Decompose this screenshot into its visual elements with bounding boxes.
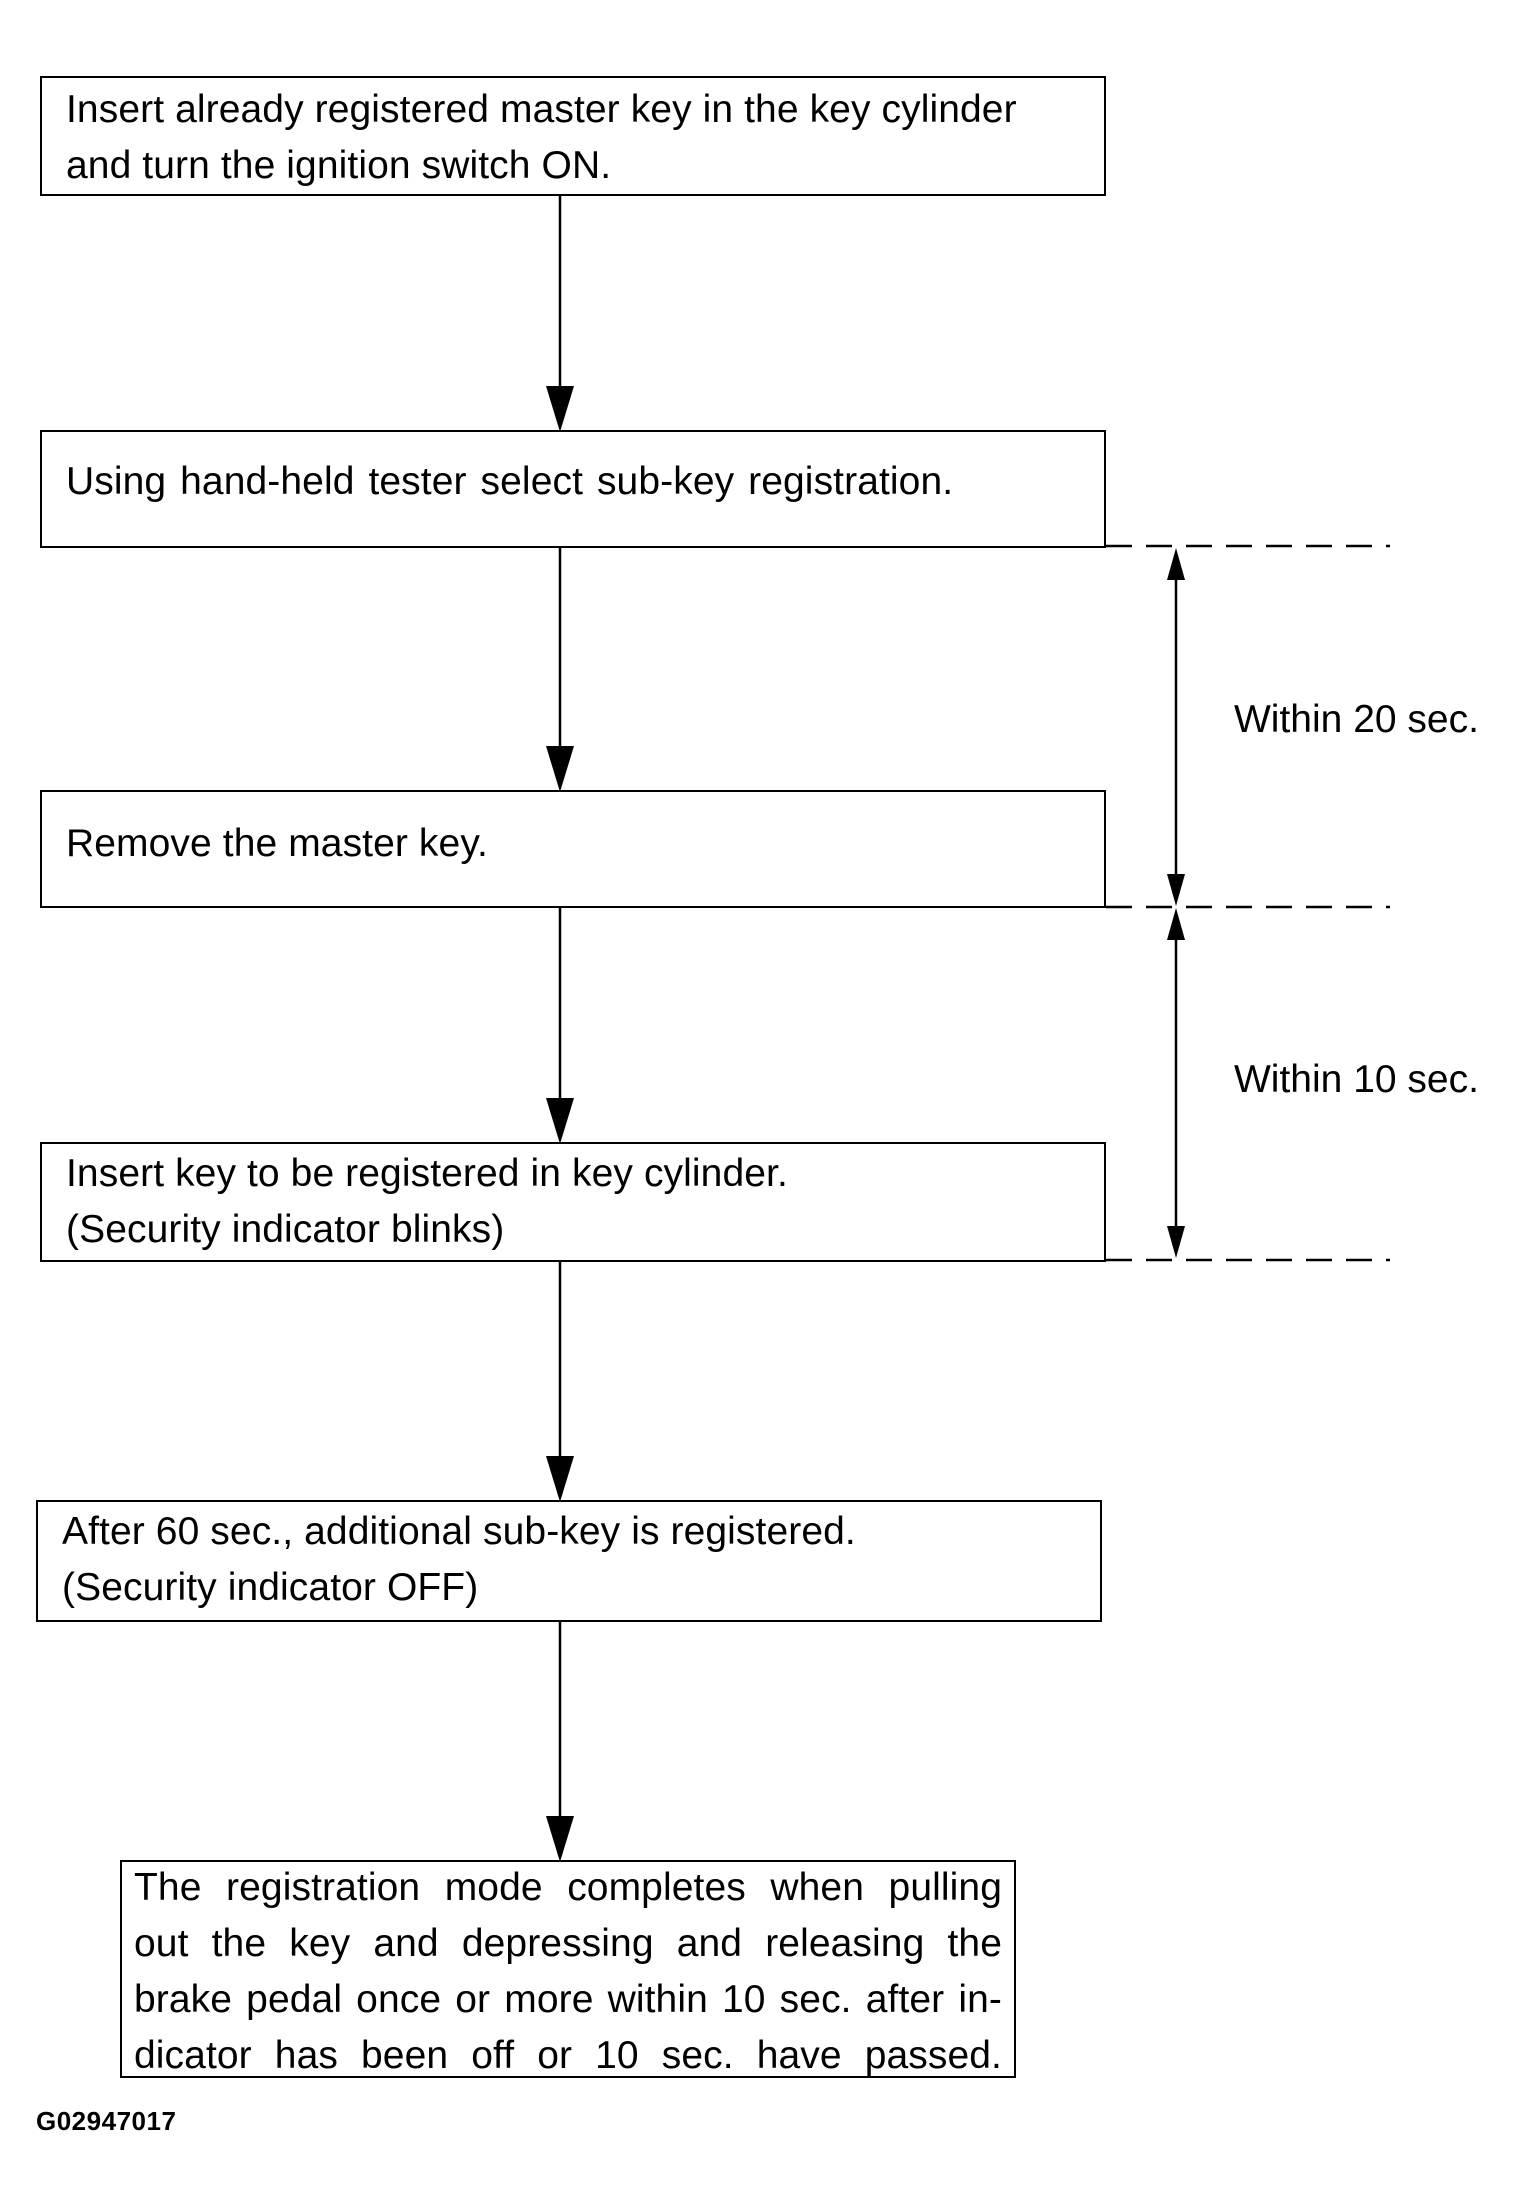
arrow-step2-to-step3 bbox=[546, 548, 574, 792]
step-registration-complete: The registration mode completes when pul… bbox=[120, 1860, 1016, 2078]
step-insert-key-to-register-text: Insert key to be registered in key cylin… bbox=[66, 1146, 1090, 1258]
step-select-sub-key-registration: Using hand-held tester select sub-key re… bbox=[40, 430, 1106, 548]
step-text-line: Remove the master key. bbox=[66, 822, 488, 865]
step-text-line: Using hand-held tester select sub-key re… bbox=[66, 460, 954, 503]
step-text-line: (Security indicator blinks) bbox=[66, 1208, 505, 1251]
timing-arrow-10-sec bbox=[1167, 908, 1185, 1258]
step-remove-master-key-text: Remove the master key. bbox=[66, 816, 1090, 872]
step-text-line: and turn the ignition switch ON. bbox=[66, 144, 612, 187]
arrow-step1-to-step2 bbox=[546, 196, 574, 432]
timing-label-10-sec: Within 10 sec. bbox=[1234, 1058, 1479, 1101]
step-text-line: Insert key to be registered in key cylin… bbox=[66, 1152, 788, 1195]
step-select-sub-key-registration-text: Using hand-held tester select sub-key re… bbox=[66, 454, 1090, 510]
step-sub-key-registered-text: After 60 sec., additional sub-key is reg… bbox=[62, 1504, 1086, 1616]
arrow-step3-to-step4 bbox=[546, 908, 574, 1144]
arrow-step4-to-step5 bbox=[546, 1262, 574, 1502]
step-insert-master-key: Insert already registered master key in … bbox=[40, 76, 1106, 196]
step-sub-key-registered: After 60 sec., additional sub-key is reg… bbox=[36, 1500, 1102, 1622]
step-text-line: brake pedal once or more within 10 sec. … bbox=[134, 1978, 1002, 2021]
arrow-step5-to-step6 bbox=[546, 1622, 574, 1862]
figure-id: G02947017 bbox=[36, 2106, 177, 2136]
timing-arrow-20-sec bbox=[1167, 548, 1185, 906]
step-remove-master-key: Remove the master key. bbox=[40, 790, 1106, 908]
step-text-line: (Security indicator OFF) bbox=[62, 1566, 479, 1609]
step-registration-complete-text: The registration mode completes when pul… bbox=[134, 1860, 1002, 2084]
step-insert-master-key-text: Insert already registered master key in … bbox=[66, 82, 1090, 194]
step-text-line: out the key and depressing and releasing… bbox=[134, 1922, 1002, 1965]
timing-label-20-sec: Within 20 sec. bbox=[1234, 698, 1479, 741]
step-insert-key-to-register: Insert key to be registered in key cylin… bbox=[40, 1142, 1106, 1262]
step-text-line: After 60 sec., additional sub-key is reg… bbox=[62, 1510, 856, 1553]
step-text-line: The registration mode completes when pul… bbox=[134, 1866, 1002, 1909]
step-text-line: dicator has been off or 10 sec. have pas… bbox=[134, 2034, 1002, 2077]
step-text-line: Insert already registered master key in … bbox=[66, 88, 1017, 131]
